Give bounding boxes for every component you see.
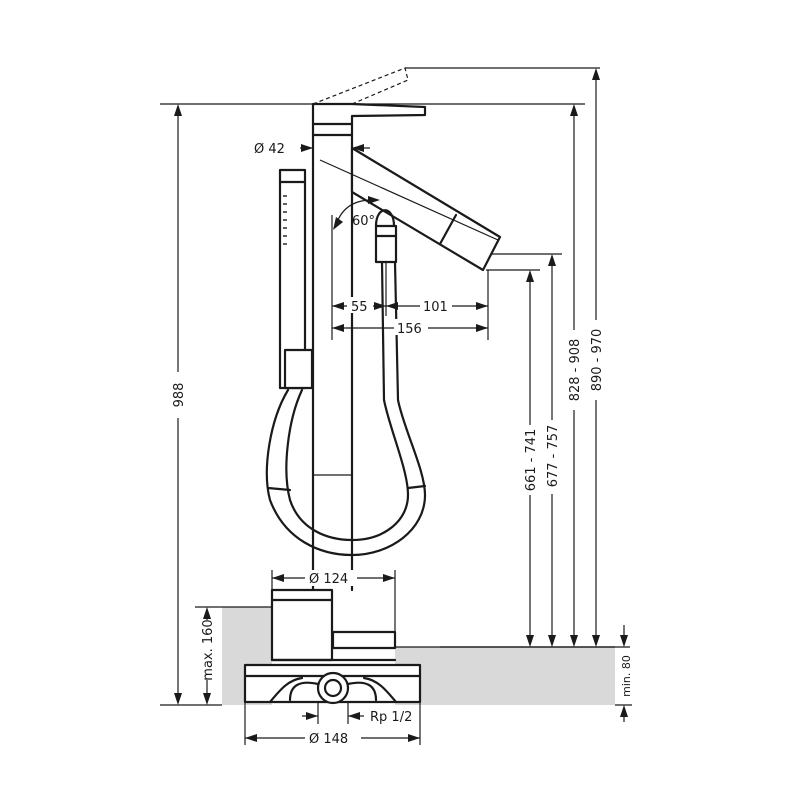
dim-angle: 60°: [333, 196, 380, 230]
label-angle: 60°: [352, 214, 375, 229]
label-890: 890 - 970: [590, 329, 605, 392]
faucet-spout: [319, 146, 502, 272]
dim-988: 988: [160, 103, 313, 706]
label-988: 988: [172, 383, 187, 408]
dim-max-160: max. 160: [195, 606, 222, 705]
label-661: 661 - 741: [524, 429, 539, 492]
label-828: 828 - 908: [568, 339, 583, 402]
label-d42: Ø 42: [254, 142, 285, 157]
label-d124: Ø 124: [309, 572, 348, 587]
label-max-160: max. 160: [201, 619, 216, 680]
label-d148: Ø 148: [309, 732, 348, 747]
dim-horizontal-offsets: 55 101 156: [331, 215, 489, 340]
label-101: 101: [423, 300, 448, 315]
label-min-80: min. 80: [620, 655, 633, 697]
floor-base: [243, 588, 422, 705]
label-55: 55: [351, 300, 368, 315]
dim-d42: Ø 42: [254, 142, 370, 157]
dim-rp: Rp 1/2: [302, 702, 412, 725]
label-156: 156: [397, 322, 422, 337]
dim-min-80: min. 80: [615, 625, 633, 722]
label-rp: Rp 1/2: [370, 710, 412, 725]
dim-d148: Ø 148: [244, 702, 421, 747]
faucet-pillar: [311, 133, 354, 592]
hand-shower: [278, 168, 314, 390]
label-677: 677 - 757: [546, 425, 561, 488]
floor-right-shade: [395, 647, 615, 705]
dim-d124: Ø 124: [271, 570, 396, 632]
dim-right-heights: 661 - 741 677 - 757 828 - 908 890 - 970: [352, 68, 630, 648]
mixer-lever: [311, 67, 600, 137]
